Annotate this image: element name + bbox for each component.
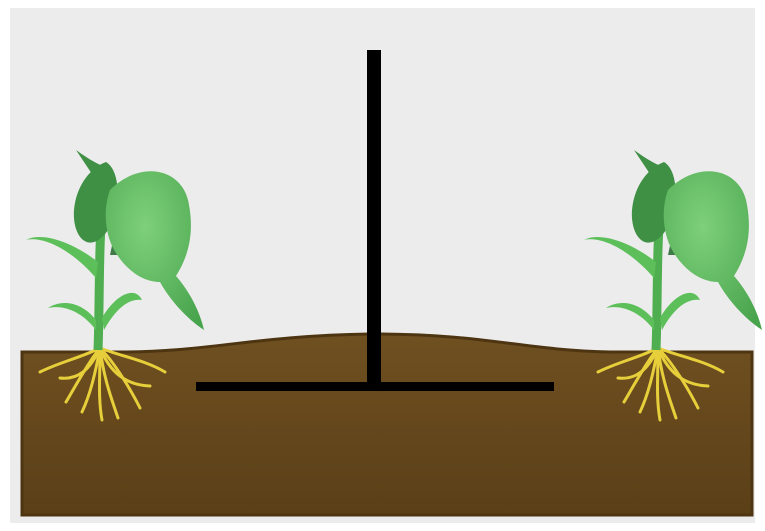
- soil-bed: [22, 334, 752, 515]
- tool-handle: [367, 50, 381, 388]
- tool-blade: [196, 382, 554, 391]
